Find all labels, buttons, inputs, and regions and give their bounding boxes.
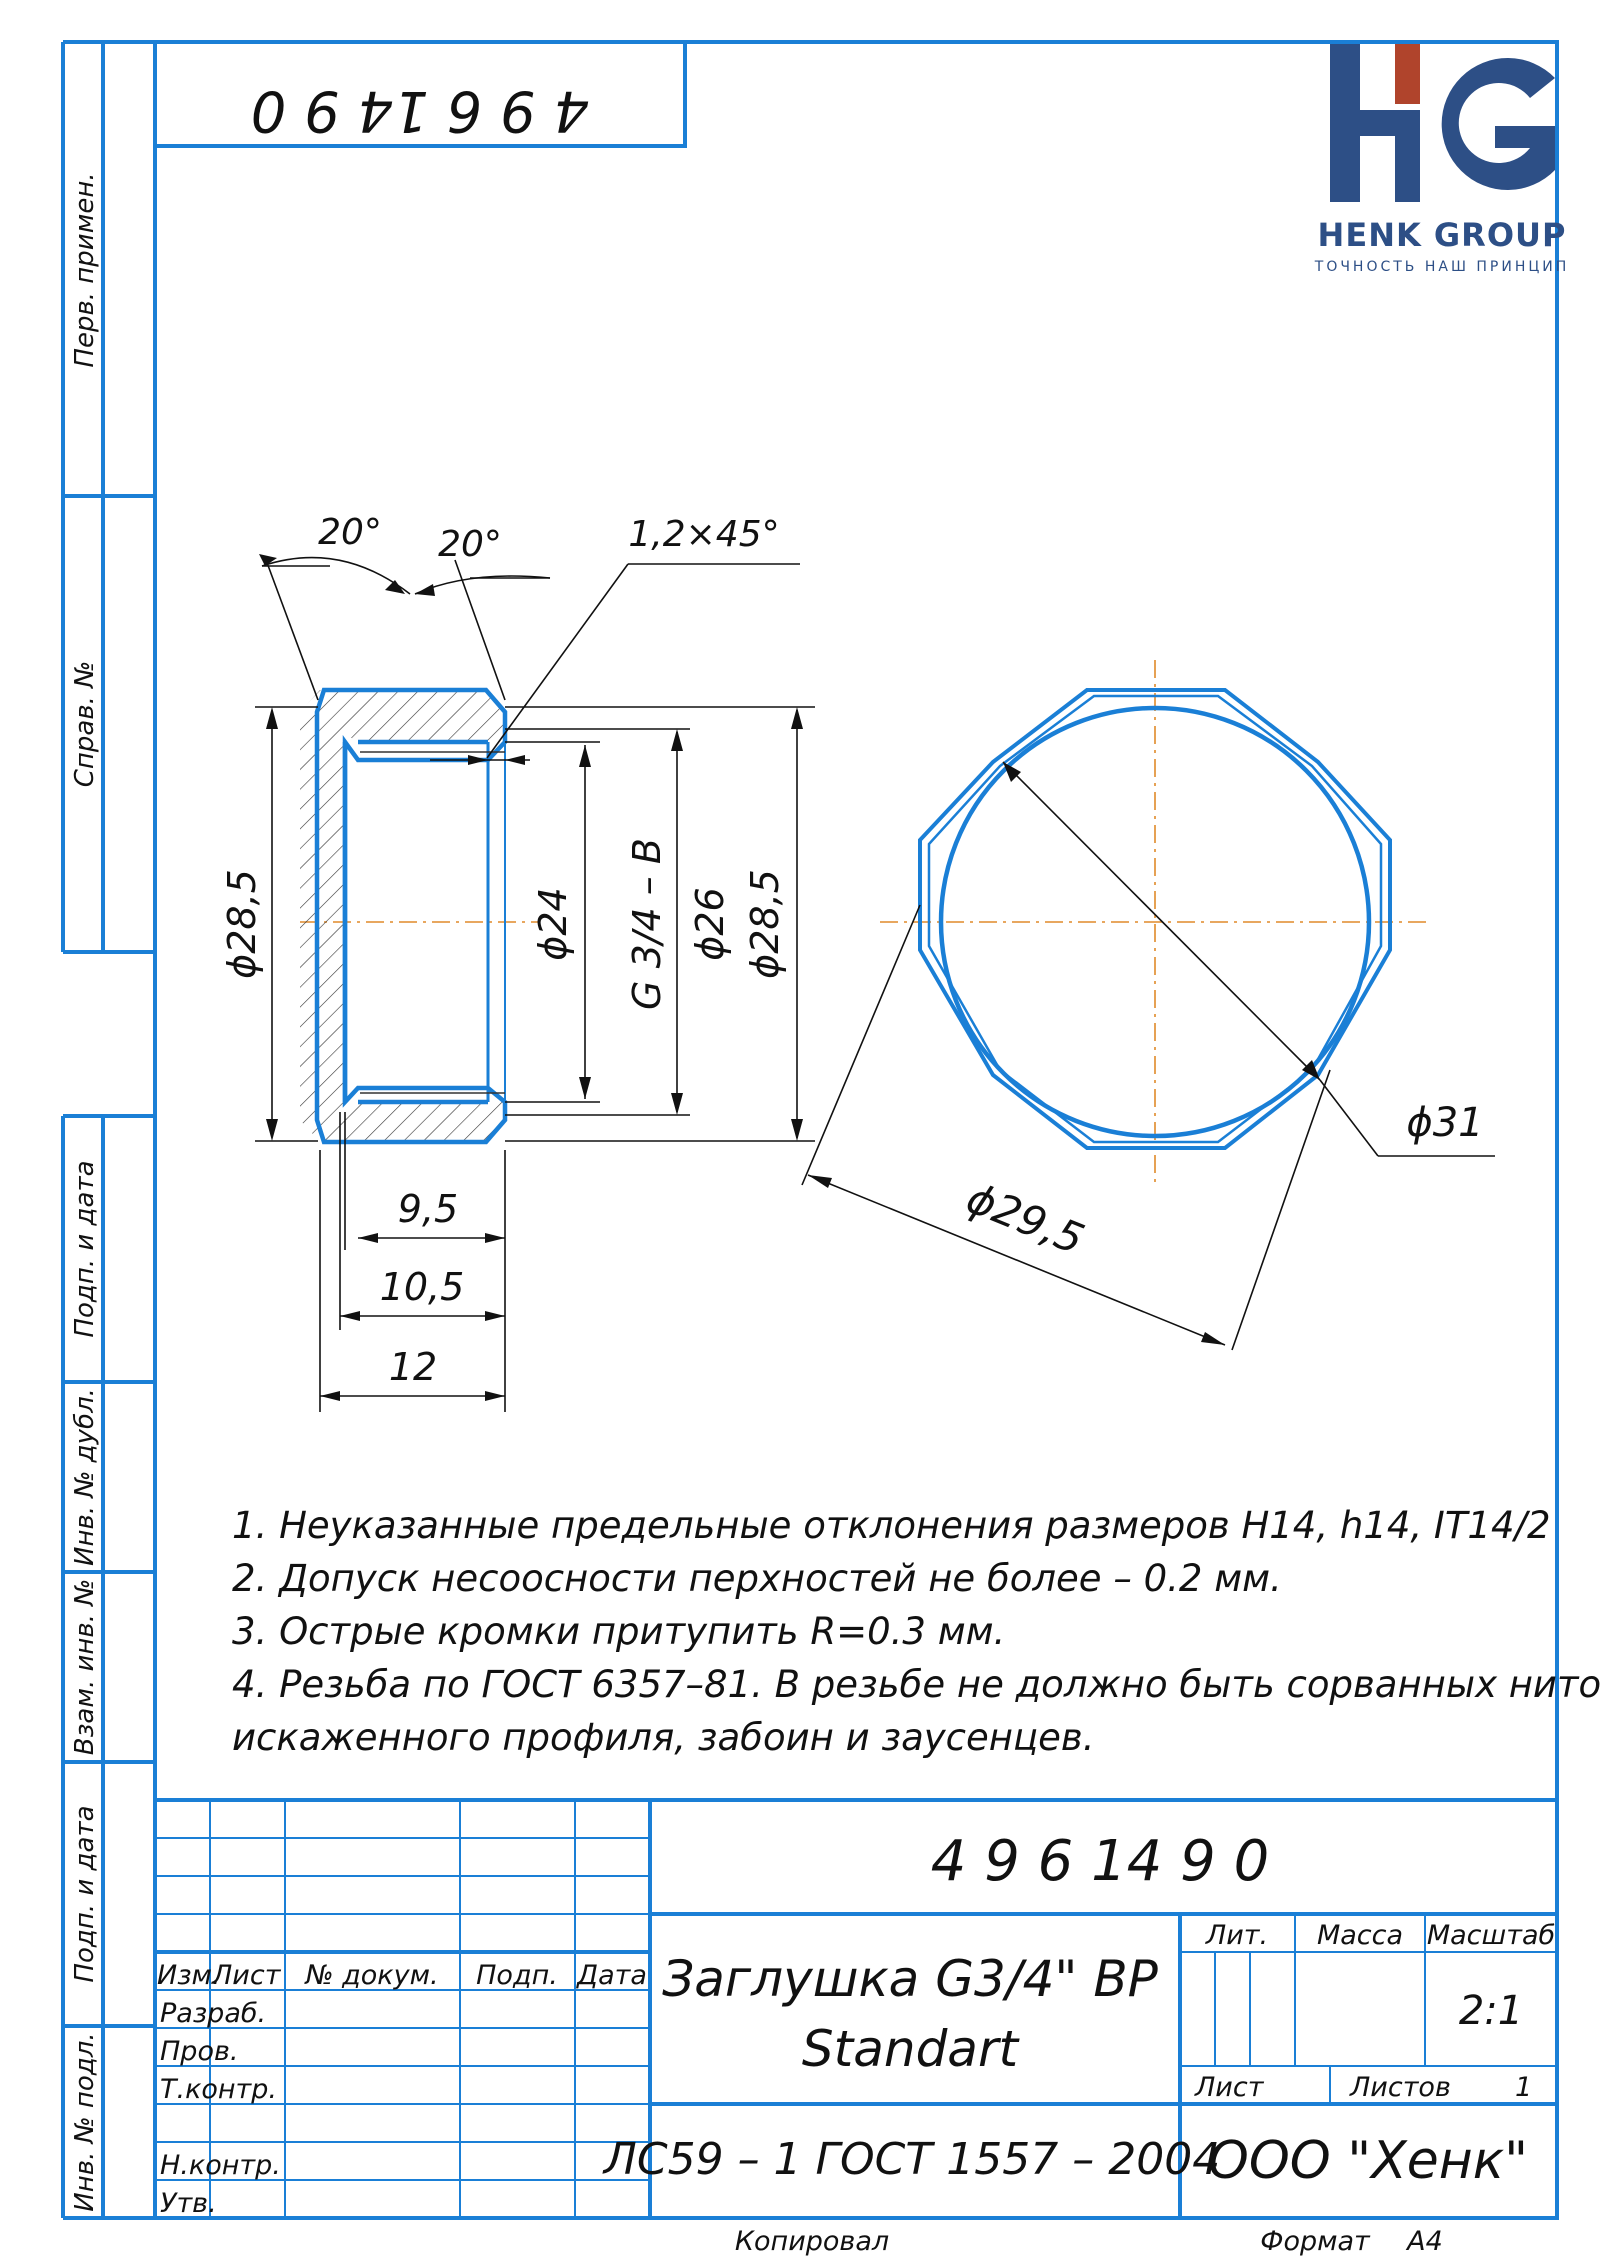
dim-dia-inner: ϕ24 bbox=[531, 887, 575, 960]
dim-angle-left: 20° bbox=[318, 512, 382, 553]
row-razrab: Разраб. bbox=[160, 1998, 266, 2029]
note-4: 4. Резьба по ГОСТ 6357–81. В резьбе не д… bbox=[232, 1663, 1600, 1706]
dim-dia-outer-left: ϕ28,5 bbox=[220, 869, 264, 979]
dim-dia-outer-right: ϕ28,5 bbox=[743, 869, 787, 979]
note-2: 2. Допуск несоосности перхностей не боле… bbox=[232, 1557, 1282, 1600]
top-stamp-number: 4 9 6 14 9 0 bbox=[251, 78, 589, 143]
scale-label: Масштаб bbox=[1427, 1920, 1555, 1951]
dim-len-9-5: 9,5 bbox=[398, 1187, 458, 1231]
lit-label: Лит. bbox=[1205, 1920, 1268, 1951]
col-podp: Подп. bbox=[476, 1960, 558, 1991]
dim-chamfer: 1,2×45° bbox=[628, 514, 779, 555]
col-doc: № докум. bbox=[303, 1960, 438, 1991]
material: ЛС59 – 1 ГОСТ 1557 – 2004 bbox=[602, 2134, 1220, 2185]
dim-angle-right: 20° bbox=[438, 524, 502, 565]
section-view: ϕ28,5 ϕ24 G 3/4 – B ϕ26 ϕ28,5 1,2×45° bbox=[220, 512, 815, 1412]
side-label-perv-primen: Перв. примен. bbox=[70, 172, 100, 367]
sheets-label: Листов bbox=[1349, 2072, 1451, 2103]
col-izm: Изм. bbox=[157, 1960, 221, 1991]
col-data: Дата bbox=[576, 1960, 647, 1991]
row-prov: Пров. bbox=[160, 2036, 238, 2067]
title-block: Изм. Лист № докум. Подп. Дата Разраб. Пр… bbox=[155, 1798, 1557, 2219]
note-5: искаженного профиля, забоин и заусенцев. bbox=[232, 1716, 1094, 1759]
side-label-inv-dubl: Инв. № дубл. bbox=[70, 1388, 100, 1566]
footer-copied: Копировал bbox=[735, 2226, 889, 2257]
row-tkontr: Т.контр. bbox=[160, 2074, 277, 2105]
sheet-label: Лист bbox=[1194, 2072, 1265, 2103]
dim-dia-29-5: ϕ29,5 bbox=[960, 1173, 1091, 1264]
row-utv: Утв. bbox=[160, 2188, 217, 2219]
note-3: 3. Острые кромки притупить R=0.3 мм. bbox=[232, 1610, 1005, 1653]
side-label-podp-data-1: Подп. и дата bbox=[70, 1160, 100, 1337]
side-label-sprav-no: Справ. № bbox=[70, 661, 100, 787]
technical-notes: 1. Неуказанные предельные отклонения раз… bbox=[232, 1504, 1600, 1759]
sheets-value: 1 bbox=[1515, 2072, 1532, 2103]
section-hatching bbox=[300, 690, 505, 1142]
scale-value: 2:1 bbox=[1459, 1988, 1523, 2034]
logo-brand: HENK GROUP bbox=[1318, 216, 1567, 254]
col-list: Лист bbox=[211, 1960, 282, 1991]
side-label-inv-podl: Инв. № подл. bbox=[70, 2032, 100, 2211]
mass-label: Масса bbox=[1317, 1920, 1403, 1951]
logo-tagline: ТОЧНОСТЬ НАШ ПРИНЦИП bbox=[1314, 259, 1569, 275]
row-nkontr: Н.контр. bbox=[160, 2150, 281, 2181]
dim-len-12: 12 bbox=[389, 1345, 437, 1389]
title-doc-number: 4 9 6 14 9 0 bbox=[931, 1829, 1269, 1894]
part-name-line1: Заглушка G3/4" ВР bbox=[662, 1950, 1158, 2008]
company: ООО "Хенк" bbox=[1208, 2131, 1528, 2191]
footer-format-value: A4 bbox=[1405, 2226, 1443, 2257]
side-label-vzam-inv: Взам. инв. № bbox=[70, 1579, 100, 1756]
side-label-podp-data-2: Подп. и дата bbox=[70, 1805, 100, 1982]
dim-len-10-5: 10,5 bbox=[380, 1265, 465, 1309]
part-name-line2: Standart bbox=[802, 2020, 1021, 2078]
note-1: 1. Неуказанные предельные отклонения раз… bbox=[232, 1504, 1551, 1547]
henk-group-logo: HENK GROUP ТОЧНОСТЬ НАШ ПРИНЦИП bbox=[1314, 44, 1569, 275]
dim-dia-31: ϕ31 bbox=[1406, 1100, 1483, 1146]
end-view: ϕ31 ϕ29,5 bbox=[801, 660, 1495, 1351]
dim-thread: G 3/4 – B bbox=[625, 838, 669, 1010]
footer-format-label: Формат bbox=[1260, 2226, 1371, 2257]
drawing-frame bbox=[61, 40, 1559, 2220]
dim-dia-26: ϕ26 bbox=[688, 887, 732, 960]
